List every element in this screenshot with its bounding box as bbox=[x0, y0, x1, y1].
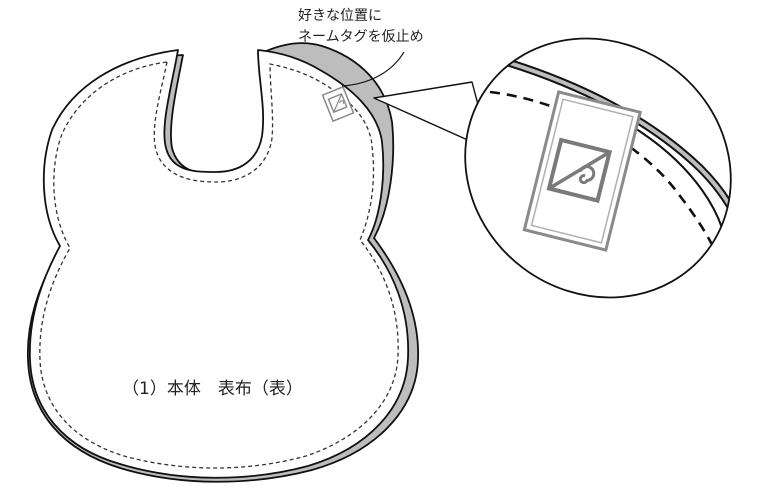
part-caption: （1）本体 表布（表） bbox=[122, 379, 303, 399]
tag-note-line-2: ネームタグを仮止め bbox=[298, 29, 424, 45]
zoom-stitch-line bbox=[489, 90, 722, 263]
tag-placement-note: 好きな位置に ネームタグを仮止め bbox=[298, 6, 424, 48]
tag-note-line-1: 好きな位置に bbox=[298, 8, 382, 24]
magnified-callout bbox=[464, 37, 746, 299]
bib-front-fabric bbox=[29, 49, 410, 479]
annotation-leader bbox=[341, 51, 405, 87]
name-tag-large bbox=[522, 90, 642, 252]
stitch-line bbox=[39, 61, 399, 469]
name-tag-small bbox=[321, 85, 355, 123]
